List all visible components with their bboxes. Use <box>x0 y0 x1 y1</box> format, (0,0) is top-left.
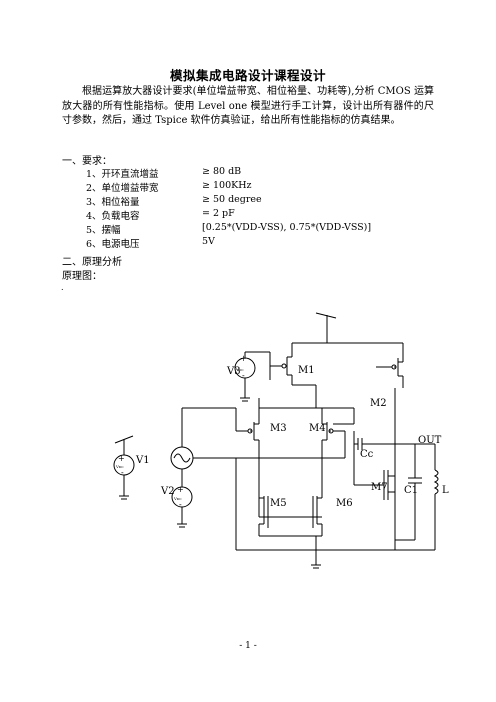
m7-label: M7 <box>371 482 388 493</box>
v3-value: Vᴅᴄ <box>235 367 243 372</box>
requirement-value: ≥ 80 dB <box>202 166 242 177</box>
requirement-label: 6、电源电压 <box>86 239 140 250</box>
v2-minus-sign: - <box>179 500 182 509</box>
l-label: L <box>442 485 449 496</box>
stray-mark: . <box>61 283 64 292</box>
requirement-value: 5V <box>202 236 215 247</box>
requirement-row: 1、开环直流增益 ≥ 80 dB <box>86 166 371 180</box>
requirement-row: 6、电源电压 5V <box>86 236 371 250</box>
v1-plus-sign: + <box>118 454 125 463</box>
ground-rail <box>235 458 435 569</box>
m7-transistor: M7 <box>354 470 395 500</box>
requirement-row: 5、摆幅 [0.25*(VDD-VSS), 0.75*(VDD-VSS)] <box>86 222 371 236</box>
requirement-label: 2、单位增益带宽 <box>86 183 159 194</box>
v1-minus-sign: - <box>121 468 124 477</box>
v3-label: V3 <box>226 366 241 377</box>
m1-label: M1 <box>298 365 315 376</box>
m1-transistor: M1 <box>269 352 316 386</box>
vdd-rail <box>291 312 404 362</box>
cc-label: Cc <box>360 449 374 460</box>
intro-text: 根据运算放大器设计要求(单位增益带宽、相位裕量、功耗等),分析 CMOS 运算放… <box>62 86 434 127</box>
v3-minus-sign: - <box>242 371 245 380</box>
m4-label: M4 <box>309 423 326 434</box>
m2-transistor: M2 <box>370 358 404 540</box>
requirement-value: [0.25*(VDD-VSS), 0.75*(VDD-VSS)] <box>202 222 372 233</box>
v1-label: V1 <box>135 455 150 466</box>
page-number: - 1 - <box>239 641 257 651</box>
section-analysis-heading: 二、原理分析 <box>62 257 122 268</box>
requirement-label: 4、负载电容 <box>86 211 140 222</box>
requirement-label: 3、相位裕量 <box>86 197 140 208</box>
v3-source: + Vᴅᴄ - V3 <box>226 351 270 402</box>
diagram-caption: 原理图： <box>62 271 102 282</box>
intro-paragraph: 根据运算放大器设计要求(单位增益带宽、相位裕量、功耗等),分析 CMOS 运算放… <box>62 85 434 129</box>
requirement-value: = 2 pF <box>202 208 235 219</box>
m2-label: M2 <box>370 398 387 409</box>
requirement-row: 4、负载电容 = 2 pF <box>86 208 371 222</box>
section-requirements-heading: 一、要求： <box>62 156 112 167</box>
requirement-value: ≥ 50 degree <box>202 194 262 205</box>
requirement-label: 5、摆幅 <box>86 225 121 236</box>
requirement-row: 2、单位增益带宽 ≥ 100KHz <box>86 180 371 194</box>
requirements-table: 1、开环直流增益 ≥ 80 dB 2、单位增益带宽 ≥ 100KHz 3、相位裕量 ≥… <box>86 166 371 250</box>
v1-value: Vᴅᴄ <box>115 464 123 469</box>
diff-pair: M3 M4 <box>236 385 355 498</box>
c1-label: C1 <box>404 485 418 496</box>
m5-label: M5 <box>270 498 287 509</box>
inductor-l: L <box>433 444 449 550</box>
v1-source: + Vᴅᴄ - V1 <box>113 435 150 500</box>
c1-capacitor: C1 <box>404 444 422 540</box>
sine-input-source <box>170 407 346 477</box>
out-label: OUT <box>418 435 442 446</box>
v2-value: Vᴅᴄ <box>173 496 181 501</box>
v3-plus-sign: + <box>240 354 247 363</box>
requirement-row: 3、相位裕量 ≥ 50 degree <box>86 194 371 208</box>
m6-label: M6 <box>336 498 353 509</box>
m3-label: M3 <box>270 423 287 434</box>
requirement-value: ≥ 100KHz <box>202 180 252 191</box>
v2-label: V2 <box>160 486 175 497</box>
cc-capacitor: Cc <box>353 431 395 485</box>
requirement-label: 1、开环直流增益 <box>86 169 159 180</box>
m6-transistor: M6 <box>312 496 353 530</box>
document-title: 模拟集成电路设计课程设计 <box>169 68 326 83</box>
v2-plus-sign: + <box>177 485 184 494</box>
v2-source: + Vᴅᴄ - V2 <box>160 477 193 528</box>
